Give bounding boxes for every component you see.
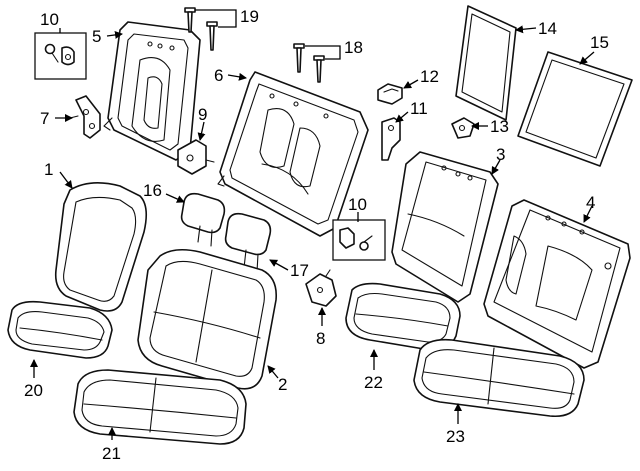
part-5-seatback-frame-left [103, 21, 201, 161]
part-10-hardware-box-top [34, 28, 87, 80]
callout-9: 9 [198, 105, 207, 124]
callout-13: 13 [490, 117, 509, 136]
callout-8: 8 [316, 329, 325, 348]
callout-5: 5 [92, 27, 101, 46]
callout-14: 14 [538, 19, 557, 38]
callout-18: 18 [344, 38, 363, 57]
part-16-headrest [180, 192, 226, 247]
part-21-seat-cushion [73, 369, 247, 445]
callout-7: 7 [40, 109, 49, 128]
callout-11: 11 [410, 99, 428, 118]
callout-10-middle: 10 [348, 195, 367, 214]
part-23-cushion-frame [413, 338, 585, 418]
part-1-seatback [54, 182, 148, 312]
leader-lines [30, 25, 595, 440]
part-9-latch [177, 139, 215, 175]
callout-17: 17 [290, 261, 309, 280]
part-20-seat-cushion [7, 300, 113, 359]
callout-20: 20 [24, 381, 43, 400]
part-22-cushion-frame [345, 282, 461, 351]
callout-10-top: 10 [40, 10, 59, 29]
callout-23: 23 [446, 427, 465, 446]
part-3-seatback-cover [391, 151, 499, 303]
part-17-headrest [224, 212, 272, 273]
part-6-seatback-frame-right [217, 71, 369, 237]
callout-4: 4 [586, 193, 595, 212]
part-11-striker [381, 117, 401, 161]
callout-1: 1 [44, 160, 53, 179]
part-10-hardware-box-middle [332, 219, 386, 261]
part-8-hinge-bracket [305, 269, 337, 307]
part-15-back-panel [517, 51, 633, 167]
part-12-clip [377, 83, 403, 105]
part-2-seatback [137, 248, 278, 390]
part-18-bolts [293, 43, 341, 83]
callout-19: 19 [240, 7, 259, 26]
callout-16: 16 [143, 181, 162, 200]
callout-22: 22 [364, 373, 383, 392]
part-7-bracket [69, 95, 101, 139]
part-14-back-panel [455, 5, 517, 121]
part-19-bolts [184, 7, 237, 51]
callout-2: 2 [278, 375, 287, 394]
callout-21: 21 [102, 444, 121, 463]
callout-6: 6 [214, 66, 223, 85]
part-4-seatback-cover [483, 199, 631, 369]
callout-3: 3 [496, 145, 505, 164]
part-13-bracket [451, 117, 475, 139]
callout-12: 12 [420, 67, 439, 86]
callout-15: 15 [590, 33, 609, 52]
callout-labels: 1 2 3 4 5 6 7 8 9 10 10 11 12 13 14 15 1… [24, 7, 609, 463]
